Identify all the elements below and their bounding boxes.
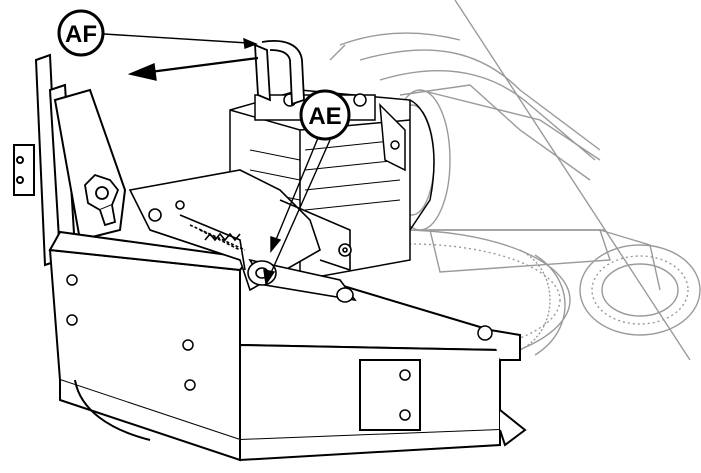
callout-label-ae: AE [308,103,341,130]
step-plate [359,359,421,431]
rear-housing-curve [359,49,601,151]
bolt [66,274,78,286]
lower-arm [429,229,611,273]
bolts [66,274,493,421]
direction-arrow-line [149,56,259,74]
lock-handle [254,40,305,106]
af-arrowhead [243,37,258,49]
leader-lines [103,33,331,286]
bolt [182,339,194,351]
bolt [399,409,411,421]
direction-arrowhead [127,62,157,81]
bolt [66,314,78,326]
spring [204,232,241,242]
ae-leader-line-1 [274,137,319,243]
clamp-mechanism [128,169,357,303]
callout-circle [299,89,351,141]
callout-af: AF [57,9,105,57]
af-leader-line [103,33,249,44]
callout-label-af: AF [65,21,97,48]
bolt [477,325,493,341]
callout-ae: AE [299,89,351,141]
brush-disc-right [579,244,701,336]
ae-leader-line-2 [269,139,331,276]
bolt [399,369,411,381]
left-clip [13,144,35,196]
bolt [184,379,196,391]
frame-edge-line [454,0,691,361]
star-knob [84,173,120,227]
callout-circle [57,9,105,57]
